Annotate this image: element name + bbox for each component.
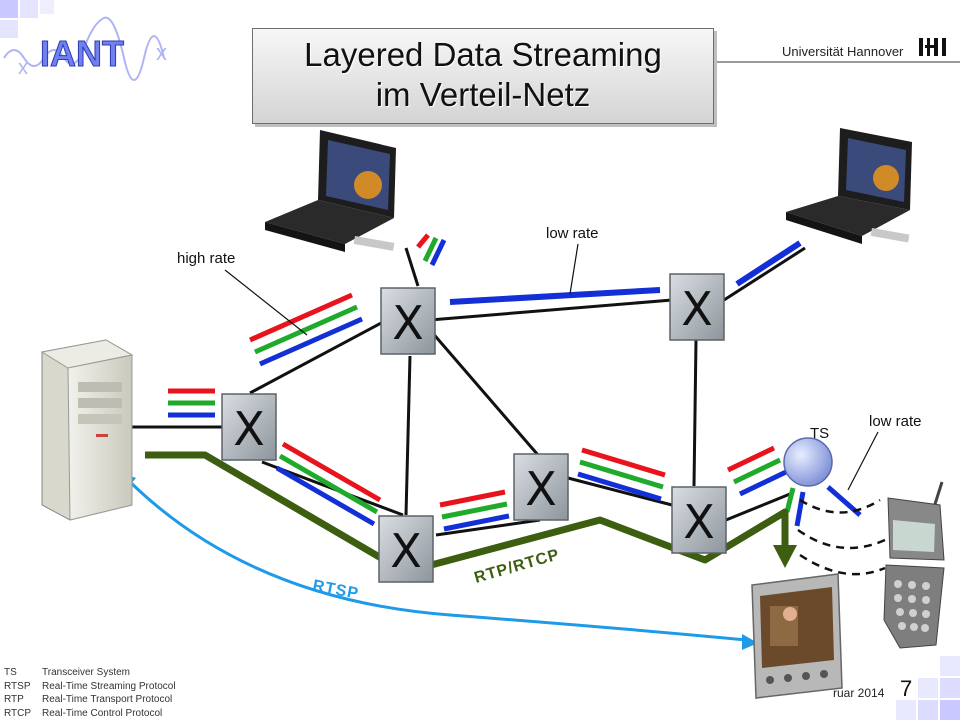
router-4-label: X — [681, 282, 713, 336]
label-rtsp: RTSP — [311, 577, 360, 603]
legend-abbr: TS — [4, 667, 17, 678]
footer-date: ruar 2014 — [833, 686, 885, 700]
rtp-rtcp-flow — [145, 451, 797, 576]
wireless-waves — [797, 498, 886, 576]
university-name: Universität Hannover — [782, 44, 904, 59]
router-3: X — [513, 453, 569, 521]
legend-row-ts: TS Transceiver System — [4, 666, 176, 680]
server-tower-icon — [40, 339, 134, 521]
legend-desc: Transceiver System — [42, 667, 130, 678]
router-1: X — [221, 393, 277, 461]
router-2-label: X — [392, 296, 424, 350]
annotation-leaders — [224, 243, 879, 491]
legend-desc: Real-Time Streaming Protocol — [42, 680, 176, 692]
router-5: X — [378, 515, 434, 583]
legend-desc: Real-Time Control Protocol — [42, 707, 163, 719]
legend-row-rtcp: RTCP Real-Time Control Protocol — [4, 707, 176, 720]
legend-desc: Real-Time Transport Protocol — [42, 694, 173, 705]
label-low-rate-top: low rate — [546, 225, 599, 242]
stream-server-out — [168, 388, 215, 418]
label-ts: TS — [810, 425, 829, 442]
legend-row-rtp: RTP Real-Time Transport Protocol — [4, 693, 176, 707]
router-6-label: X — [683, 495, 715, 549]
stream-r5-r3 — [439, 489, 510, 532]
laptop-left-icon — [265, 130, 396, 252]
stream-to-laptop-right — [735, 240, 802, 287]
laptop-right-icon — [786, 128, 912, 244]
router-3-label: X — [525, 462, 557, 516]
router-4: X — [669, 273, 725, 341]
stream-r3-r4 — [577, 447, 666, 502]
stream-to-ts — [726, 445, 788, 497]
router-2: X — [380, 287, 436, 355]
decor-squares-top-left — [0, 0, 54, 38]
slide-title-line1: Layered Data Streaming — [304, 36, 662, 73]
stream-to-laptop-left — [416, 233, 447, 267]
label-low-rate-right: low rate — [869, 413, 922, 430]
label-high-rate: high rate — [177, 250, 235, 267]
legend-row-rtsp: RTSP Real-Time Streaming Protocol — [4, 680, 176, 694]
slide-title-box: Layered Data Streaming im Verteil-Netz — [252, 28, 714, 124]
legend-abbr: RTP — [4, 694, 24, 705]
slide-title-line2: im Verteil-Netz — [375, 76, 591, 113]
stream-r1-r5 — [275, 441, 382, 527]
transceiver-system-node — [783, 437, 833, 487]
legend-abbr: RTCP — [4, 707, 32, 719]
stream-high-rate — [248, 292, 364, 367]
svg-text:x: x — [156, 40, 167, 65]
pda-device-icon — [751, 573, 843, 699]
mobile-phone-icon — [883, 481, 945, 649]
iant-logo: IANT x x — [3, 16, 167, 81]
stream-ts-down — [784, 487, 806, 527]
page-number: 7 — [900, 676, 913, 701]
router-5-label: X — [390, 524, 422, 578]
university-logo-icon — [919, 38, 946, 56]
stream-low-rate-top — [449, 287, 661, 305]
svg-text:x: x — [18, 57, 28, 79]
legend-abbr: RTSP — [4, 680, 31, 692]
abbreviation-legend: TS Transceiver System RTSP Real-Time Strea… — [4, 666, 176, 720]
decor-squares-bottom-right — [896, 656, 960, 720]
router-6: X — [671, 486, 727, 554]
router-1-label: X — [233, 402, 265, 456]
logo-text: IANT — [40, 33, 124, 74]
